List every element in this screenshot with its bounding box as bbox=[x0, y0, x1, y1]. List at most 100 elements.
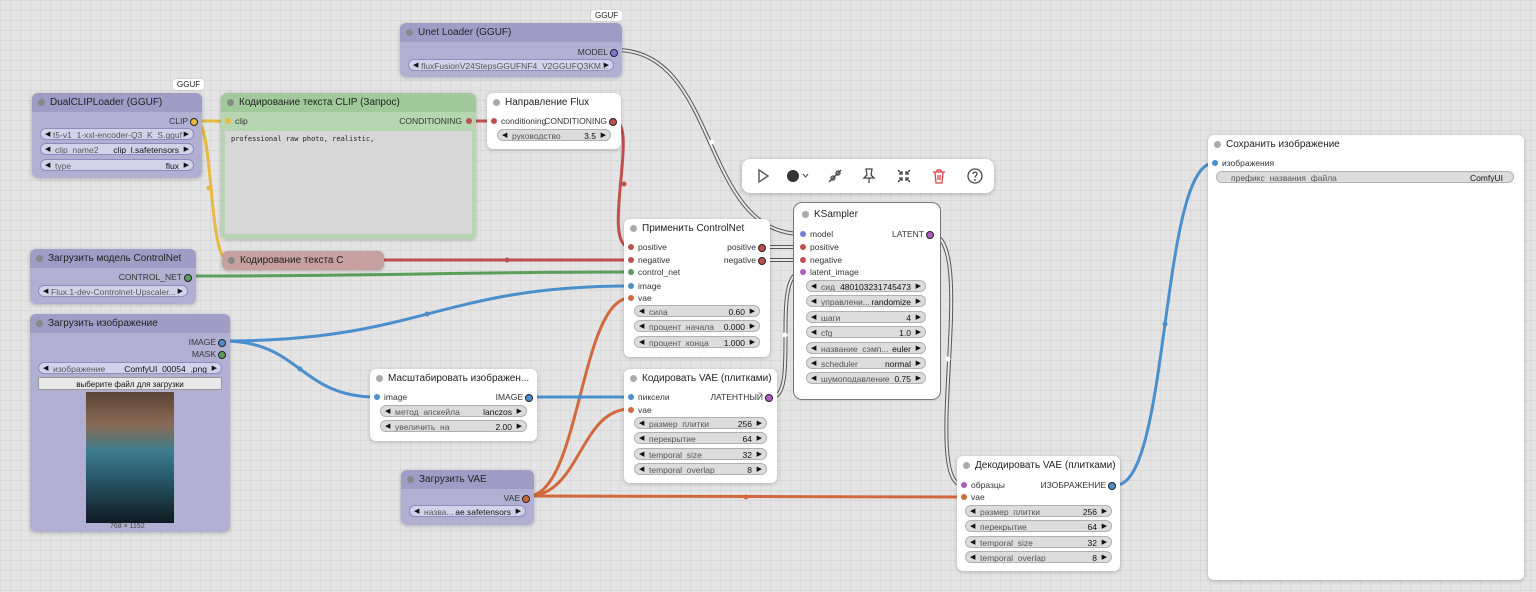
node-title[interactable]: Декодировать VAE (плитками) bbox=[957, 456, 1120, 475]
input-conditioning[interactable]: conditioning bbox=[487, 115, 546, 127]
input-positive[interactable]: positive bbox=[624, 241, 667, 253]
output-conditioning[interactable]: CONDITIONING bbox=[399, 115, 476, 127]
node-load-image[interactable]: Загрузить изображение IMAGE MASK ◀изобра… bbox=[30, 314, 230, 532]
node-title[interactable]: Кодирование текста CLIP (Запрос) bbox=[221, 93, 476, 112]
node-unet-loader[interactable]: Unet Loader (GGUF) MODEL ◀fluxFusionV24S… bbox=[400, 23, 622, 77]
upload-button[interactable]: выберите файл для загрузки bbox=[38, 377, 222, 390]
input-latent-image[interactable]: latent_image bbox=[796, 266, 859, 278]
input-clip[interactable]: clip bbox=[221, 115, 248, 127]
output-conditioning[interactable]: CONDITIONING bbox=[544, 115, 621, 127]
bypass-icon[interactable] bbox=[826, 167, 844, 185]
node-title[interactable]: Кодирование текста C bbox=[222, 251, 384, 270]
node-title[interactable]: Сохранить изображение bbox=[1208, 135, 1524, 154]
delete-icon[interactable] bbox=[930, 167, 948, 185]
input-vae[interactable]: vae bbox=[957, 491, 985, 503]
help-icon[interactable] bbox=[966, 167, 984, 185]
color-circle-icon[interactable] bbox=[784, 167, 810, 185]
output-image[interactable]: ИЗОБРАЖЕНИЕ bbox=[1040, 479, 1120, 491]
node-title[interactable]: Загрузить изображение bbox=[30, 314, 230, 333]
controlnet-name-widget[interactable]: ◀Flux.1-dev-Controlnet-Upscaler...▶ bbox=[38, 285, 188, 297]
node-vae-loader[interactable]: Загрузить VAE VAE ◀назва...ae.safetensor… bbox=[401, 470, 534, 525]
node-title[interactable]: KSampler bbox=[796, 205, 938, 224]
input-images[interactable]: изображения bbox=[1208, 157, 1274, 169]
output-latent[interactable]: ЛАТЕНТНЫЙ bbox=[710, 391, 777, 403]
input-positive[interactable]: positive bbox=[796, 241, 839, 253]
input-control-net[interactable]: control_net bbox=[624, 266, 680, 278]
link-vae-2 bbox=[526, 407, 632, 498]
node-save-image[interactable]: Сохранить изображение изображения префик… bbox=[1208, 135, 1524, 580]
node-ksampler[interactable]: KSampler model positive negative latent_… bbox=[794, 203, 940, 399]
node-title[interactable]: Кодировать VAE (плитками) bbox=[624, 369, 777, 388]
node-clip-text-encode-collapsed[interactable]: Кодирование текста C bbox=[222, 251, 384, 270]
vae-name-widget[interactable]: ◀назва...ae.safetensors▶ bbox=[409, 505, 526, 517]
output-mask[interactable]: MASK bbox=[192, 348, 230, 360]
selection-toolbar bbox=[742, 159, 994, 193]
node-controlnet-loader[interactable]: Загрузить модель ControlNet CONTROL_NET … bbox=[30, 249, 196, 304]
sampler-name-widget[interactable]: ◀название_сэмп...euler▶ bbox=[806, 342, 926, 354]
collapse-icon[interactable] bbox=[895, 167, 913, 185]
output-clip[interactable]: CLIP bbox=[169, 115, 202, 127]
link-vae-3 bbox=[526, 494, 965, 499]
node-clip-text-encode[interactable]: Кодирование текста CLIP (Запрос) clip CO… bbox=[221, 93, 476, 239]
play-icon[interactable] bbox=[754, 167, 772, 185]
unet-name-widget[interactable]: ◀fluxFusionV24StepsGGUFNF4_V2GGUFQ3KM...… bbox=[408, 59, 614, 71]
node-title[interactable]: DualCLIPLoader (GGUF) bbox=[32, 93, 202, 112]
input-negative[interactable]: negative bbox=[796, 254, 842, 266]
node-title[interactable]: Направление Flux bbox=[487, 93, 621, 112]
input-image[interactable]: image bbox=[624, 280, 661, 292]
input-negative[interactable]: negative bbox=[624, 254, 670, 266]
node-vae-encode-tiled[interactable]: Кодировать VAE (плитками) пиксели vae ЛА… bbox=[624, 369, 777, 483]
clip-name1-widget[interactable]: ◀t5-v1_1-xxl-encoder-Q3_K_S.gguf▶ bbox=[40, 128, 194, 140]
input-pixels[interactable]: пиксели bbox=[624, 391, 670, 403]
output-image[interactable]: IMAGE bbox=[496, 391, 537, 403]
output-negative[interactable]: negative bbox=[724, 254, 770, 266]
prompt-textarea[interactable]: professional raw photo, realistic, bbox=[225, 131, 472, 234]
control-after-generate-widget[interactable]: ◀управлени...randomize▶ bbox=[806, 295, 926, 307]
input-samples[interactable]: образцы bbox=[957, 479, 1005, 491]
pin-icon[interactable] bbox=[860, 167, 878, 185]
node-dualclip-loader[interactable]: DualCLIPLoader (GGUF) CLIP ◀t5-v1_1-xxl-… bbox=[32, 93, 202, 178]
output-vae[interactable]: VAE bbox=[504, 492, 534, 504]
input-vae[interactable]: vae bbox=[624, 292, 652, 304]
node-apply-controlnet[interactable]: Применить ControlNet positive negative c… bbox=[624, 219, 770, 357]
input-model[interactable]: model bbox=[796, 228, 833, 240]
node-upscale-image[interactable]: Масштабировать изображен... image IMAGE … bbox=[370, 369, 537, 441]
output-positive[interactable]: positive bbox=[727, 241, 770, 253]
output-model[interactable]: MODEL bbox=[578, 46, 622, 58]
node-title[interactable]: Unet Loader (GGUF) bbox=[400, 23, 622, 42]
node-title[interactable]: Загрузить модель ControlNet bbox=[30, 249, 196, 268]
output-latent[interactable]: LATENT bbox=[892, 228, 938, 240]
input-vae[interactable]: vae bbox=[624, 404, 652, 416]
output-image[interactable]: IMAGE bbox=[189, 336, 230, 348]
input-image[interactable]: image bbox=[370, 391, 407, 403]
node-title[interactable]: Загрузить VAE bbox=[401, 470, 534, 489]
node-title[interactable]: Применить ControlNet bbox=[624, 219, 770, 238]
output-control-net[interactable]: CONTROL_NET bbox=[119, 271, 196, 283]
node-flux-guidance[interactable]: Направление Flux conditioning CONDITIONI… bbox=[487, 93, 621, 149]
node-title[interactable]: Масштабировать изображен... bbox=[370, 369, 537, 388]
node-vae-decode-tiled[interactable]: Декодировать VAE (плитками) образцы vae … bbox=[957, 456, 1120, 571]
